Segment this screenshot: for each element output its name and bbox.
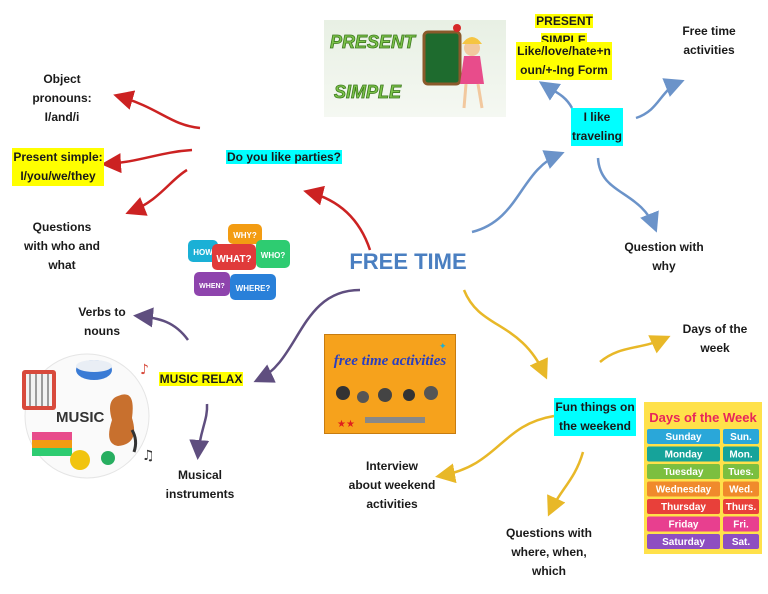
day-row-full <box>647 464 720 479</box>
day-abbr: Sat. <box>732 537 751 548</box>
node-parties: Do you like parties? <box>225 150 343 164</box>
bubble-who: WHO? <box>261 251 286 260</box>
bubble-when: WHEN? <box>199 283 225 290</box>
arrow-center-to-parties <box>303 185 372 251</box>
day-name: Saturday <box>662 537 705 548</box>
day-abbr: Mon. <box>729 450 753 461</box>
node-music-relax: MUSIC RELAX <box>158 372 244 386</box>
day-name: Friday <box>668 520 698 531</box>
arrow-center-to-music <box>253 288 361 383</box>
day-abbr: Tues. <box>728 467 754 478</box>
bubble-how: HOW <box>193 248 213 257</box>
node-questions-where: Questions with where, when, which <box>505 526 592 578</box>
day-row-full <box>647 446 720 462</box>
bubble-where: WHERE? <box>236 284 271 293</box>
arrow-music-to-verbs <box>133 307 190 341</box>
node-questions-who-what: Questions with who and what <box>24 220 100 272</box>
day-row-full <box>647 429 720 444</box>
bubble-why: WHY? <box>233 231 257 240</box>
day-row-full <box>647 499 720 514</box>
free-time-activities-image: free time activities ★★ ✦ <box>324 334 456 434</box>
arrow-parties-to-pronouns <box>113 90 201 130</box>
day-row-full <box>647 534 720 549</box>
day-row-abbr <box>723 516 759 532</box>
days-title: Days of the Week <box>649 410 757 425</box>
day-row-abbr <box>723 499 759 514</box>
svg-text:✦: ✦ <box>439 342 447 352</box>
node-fun-things: Fun things on the weekend <box>554 398 636 436</box>
day-abbr: Fri. <box>733 520 749 531</box>
node-question-with-why: Question with why <box>624 240 704 273</box>
node-interview: Interview about weekend activities <box>348 459 436 511</box>
simple-word: SIMPLE <box>334 82 402 102</box>
day-row-abbr <box>723 481 759 497</box>
activities-title: free time activities <box>334 353 447 369</box>
arrow-parties-to-present <box>101 148 193 174</box>
arrow-ilike-to-why <box>596 157 659 233</box>
day-name: Thursday <box>661 502 706 513</box>
day-row-full <box>647 481 720 497</box>
arrow-ilike-to-freetime <box>635 78 685 120</box>
day-abbr: Sun. <box>730 432 752 443</box>
day-row-abbr <box>723 429 759 444</box>
day-abbr: Thurs. <box>726 502 757 513</box>
day-row-abbr <box>723 464 759 479</box>
day-row-abbr <box>723 534 759 549</box>
svg-text:♫: ♫ <box>142 448 155 464</box>
days-of-week-image: Days of the Week Sunday Sun. Monday Mon. Tue… <box>644 402 762 554</box>
arrow-fun-to-days <box>599 335 671 363</box>
present-simple-image: PRESENT SIMPLE <box>324 20 506 117</box>
svg-text:♪: ♪ <box>140 362 149 378</box>
music-word: MUSIC <box>56 409 105 426</box>
present-word: PRESENT <box>330 32 417 52</box>
node-like-love-hate: Like/love/hate+n oun/+-Ing Form <box>516 42 612 80</box>
svg-text:★★: ★★ <box>337 419 355 430</box>
bubble-what: WHAT? <box>216 254 251 265</box>
question-bubbles-image: WHY? HOW WHAT? WHO? WHEN? WHERE? <box>186 220 294 312</box>
arrow-center-to-fun <box>462 289 548 380</box>
node-verbs-to-nouns: Verbs to nouns <box>78 305 126 338</box>
center-title: FREE TIME <box>349 249 467 274</box>
day-name: Wednesday <box>656 485 712 496</box>
arrow-parties-to-questions <box>125 168 188 216</box>
day-name: Sunday <box>665 432 702 443</box>
node-musical-instruments: Musical instruments <box>165 468 235 501</box>
day-name: Tuesday <box>664 467 704 478</box>
arrow-music-to-instruments <box>189 403 210 460</box>
arrow-center-to-ilike <box>471 150 565 234</box>
arrow-fun-to-questions <box>547 451 585 517</box>
node-i-like-traveling: I like traveling <box>570 108 623 146</box>
day-abbr: Wed. <box>729 485 753 496</box>
arrow-ilike-to-presentsimple <box>538 81 574 109</box>
music-instruments-image: MUSIC ♪ ♫ <box>14 348 160 484</box>
node-present-simple-left: Present simple: I/you/we/they <box>12 148 104 186</box>
arrow-fun-to-interview <box>435 414 555 484</box>
node-free-time-activities: Free time activities <box>682 24 736 57</box>
day-row-abbr <box>723 446 759 462</box>
day-row-full <box>647 516 720 532</box>
day-name: Monday <box>665 450 703 461</box>
node-days-of-week: Days of the week <box>682 322 748 355</box>
node-object-pronouns: Object pronouns: I/and/i <box>32 72 92 124</box>
